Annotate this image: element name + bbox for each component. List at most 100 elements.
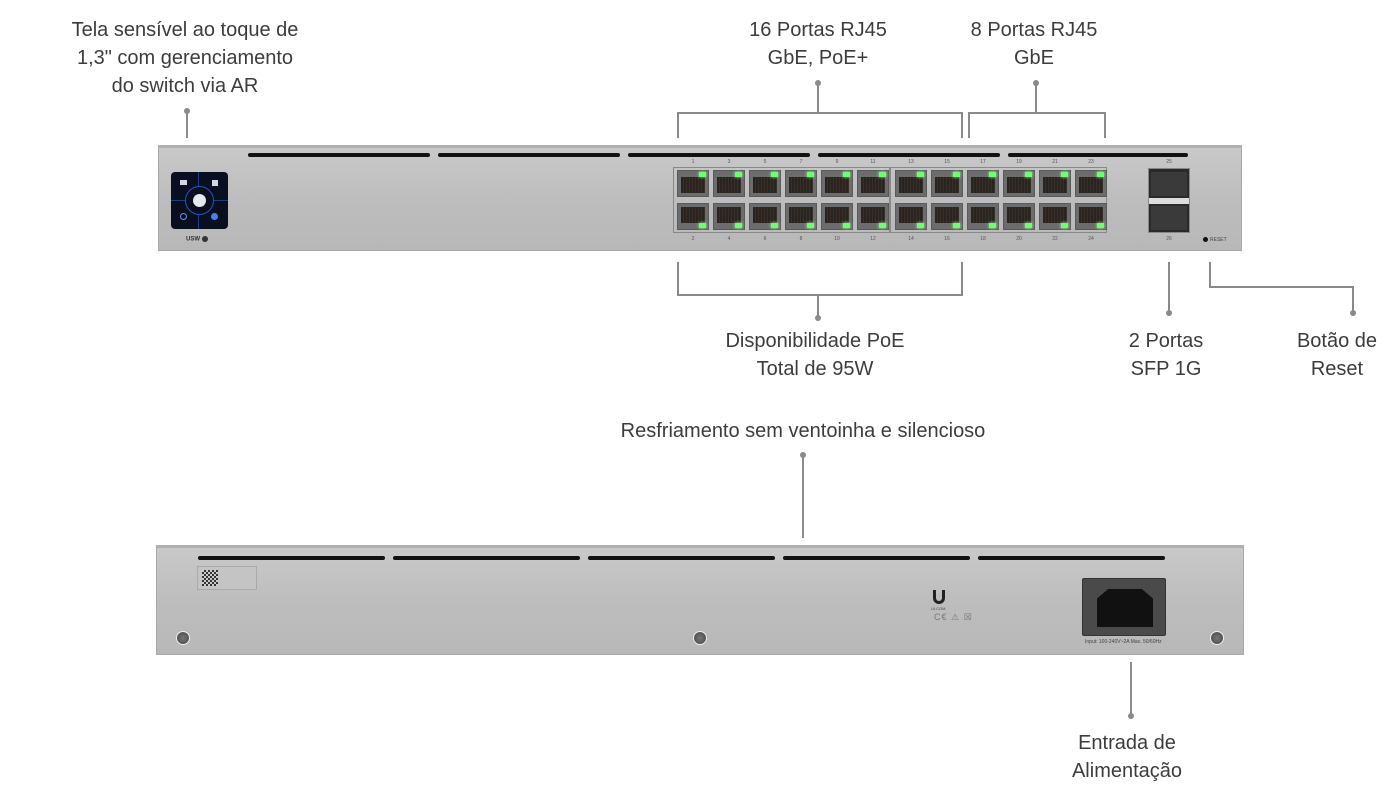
port-number: 2 [691, 236, 695, 242]
rj45-port-24[interactable] [1075, 203, 1107, 230]
rj45-port-21[interactable] [1039, 170, 1071, 197]
link-led [1025, 172, 1032, 177]
port-number: 7 [799, 159, 803, 165]
vent-slot [588, 556, 775, 560]
ubiquiti-logo [933, 590, 945, 604]
sfp-port-26[interactable] [1151, 206, 1187, 230]
vent-slot [438, 153, 620, 157]
bracket [968, 112, 970, 138]
reset-button[interactable] [1203, 237, 1208, 242]
rj45-port-8[interactable] [785, 203, 817, 230]
link-led [1097, 172, 1104, 177]
link-led [1025, 223, 1032, 228]
port-number: 17 [980, 159, 986, 165]
rj45-port-22[interactable] [1039, 203, 1071, 230]
vent-slot [248, 153, 430, 157]
screw-icon [693, 631, 707, 645]
poe-port-block [673, 167, 890, 233]
link-led [917, 172, 924, 177]
vent-slot [198, 556, 385, 560]
rj45-port-12[interactable] [857, 203, 889, 230]
vent-slot [393, 556, 580, 560]
vent-slot [783, 556, 970, 560]
callout-dot [1166, 310, 1172, 316]
callout-line: do switch via AR [111, 75, 259, 97]
callout-line: 16 Portas RJ45 [749, 19, 887, 41]
port-number: 18 [980, 236, 986, 242]
link-led [953, 223, 960, 228]
callout-line: Total de 95W [756, 358, 874, 380]
port-number: 22 [1052, 236, 1058, 242]
rj45-port-23[interactable] [1075, 170, 1107, 197]
port-number: 4 [727, 236, 731, 242]
rj45-port-2[interactable] [677, 203, 709, 230]
callout-line [802, 455, 804, 538]
switch-front-panel [158, 145, 1242, 251]
port-number: 20 [1016, 236, 1022, 242]
power-inlet[interactable] [1082, 578, 1166, 636]
port-number: 3 [727, 159, 731, 165]
link-led [699, 172, 706, 177]
rj45-port-15[interactable] [931, 170, 963, 197]
link-led [879, 223, 886, 228]
callout-line: GbE, PoE+ [767, 47, 869, 69]
touchscreen-callout: Tela sensível ao toque de 1,3" com geren… [72, 16, 299, 100]
callout-line: SFP 1G [1130, 358, 1202, 380]
rj45-port-3[interactable] [713, 170, 745, 197]
port-number: 8 [799, 236, 803, 242]
certification-marks: C€ ⚠ ☒ [934, 612, 973, 622]
rj45-port-13[interactable] [895, 170, 927, 197]
sfp-port-25[interactable] [1151, 172, 1187, 196]
link-led [771, 223, 778, 228]
touch-center-icon [193, 194, 206, 207]
rj45-port-20[interactable] [1003, 203, 1035, 230]
reset-callout: Botão de Reset [1297, 327, 1377, 383]
bracket [1104, 112, 1106, 138]
bracket [961, 262, 963, 296]
reset-label: RESET [1210, 237, 1227, 243]
callout-dot [815, 315, 821, 321]
bracket [677, 112, 963, 114]
link-led [699, 223, 706, 228]
callout-line [186, 111, 188, 138]
touchscreen[interactable] [171, 172, 228, 229]
link-led [989, 223, 996, 228]
vent-slot [818, 153, 1000, 157]
rj45-port-11[interactable] [857, 170, 889, 197]
brand-text: UI.COM [931, 606, 946, 611]
monitor-icon [180, 180, 187, 185]
rj45-port-18[interactable] [967, 203, 999, 230]
status-icon [211, 213, 218, 220]
screw-icon [176, 631, 190, 645]
bracket [677, 294, 963, 296]
port-number: 9 [835, 159, 839, 165]
rj45-port-6[interactable] [749, 203, 781, 230]
rj45-port-17[interactable] [967, 170, 999, 197]
port-number: 16 [944, 236, 950, 242]
rj45-port-7[interactable] [785, 170, 817, 197]
rj45-port-4[interactable] [713, 203, 745, 230]
rj45-port-1[interactable] [677, 170, 709, 197]
callout-line [1352, 286, 1354, 313]
rj45-port-9[interactable] [821, 170, 853, 197]
vent-slot [978, 556, 1165, 560]
rj45-port-5[interactable] [749, 170, 781, 197]
rj45-port-19[interactable] [1003, 170, 1035, 197]
link-led [735, 223, 742, 228]
serial-label [197, 566, 257, 590]
port-number: 14 [908, 236, 914, 242]
port-number: 19 [1016, 159, 1022, 165]
link-led [953, 172, 960, 177]
bracket [677, 112, 679, 138]
rj45-port-14[interactable] [895, 203, 927, 230]
rj45-port-10[interactable] [821, 203, 853, 230]
port-number: 21 [1052, 159, 1058, 165]
callout-line [1209, 262, 1211, 288]
rj45-port-16[interactable] [931, 203, 963, 230]
info-icon [180, 213, 187, 220]
vent-slot [628, 153, 810, 157]
link-led [1097, 223, 1104, 228]
link-led [879, 172, 886, 177]
callout-dot [1128, 713, 1134, 719]
screw-icon [1210, 631, 1224, 645]
